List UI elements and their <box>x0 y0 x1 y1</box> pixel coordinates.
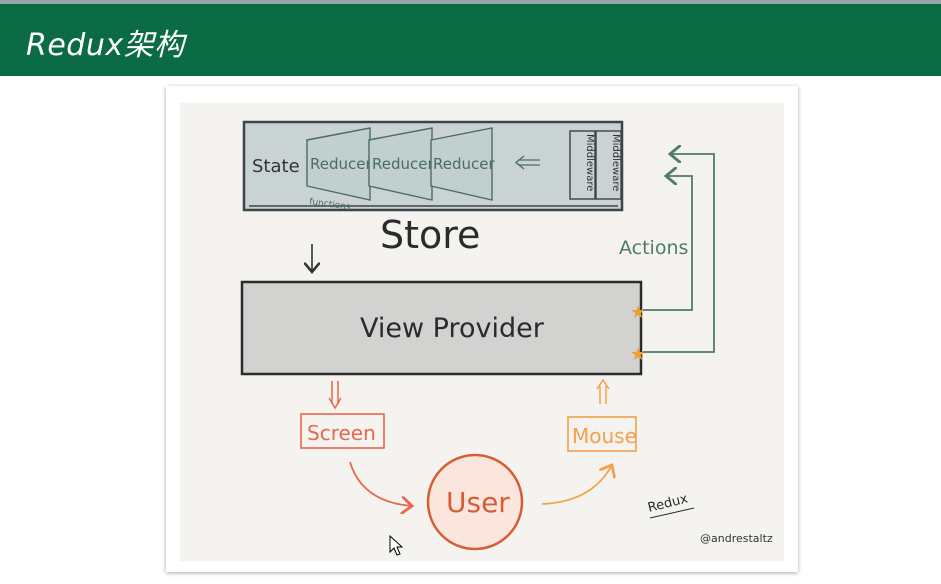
credit-text: @andrestaltz <box>700 532 773 545</box>
svg-text:Reducer: Reducer <box>372 155 434 173</box>
state-label: State <box>252 156 300 177</box>
store-label: Store <box>380 213 480 257</box>
star-icon: ★ <box>630 302 646 323</box>
user-to-mouse-arrow <box>541 465 612 505</box>
screen-label: Screen <box>307 421 376 445</box>
svg-text:Middleware: Middleware <box>584 134 595 191</box>
slide-title-bar: Redux架构 <box>0 4 941 76</box>
screen-box <box>300 413 385 449</box>
svg-text:Reducer: Reducer <box>433 155 495 173</box>
star-icon: ★ <box>630 344 646 365</box>
action-arrows <box>643 154 715 353</box>
middleware-1: Middleware <box>569 130 596 200</box>
mouse-label: Mouse <box>572 424 637 448</box>
mouse-cursor-icon <box>389 534 404 556</box>
view-provider-label: View Provider <box>360 313 545 344</box>
top-border <box>0 0 941 4</box>
actions-label: Actions <box>619 237 688 259</box>
svg-text:Middleware: Middleware <box>610 134 621 191</box>
signature: Redux <box>646 491 689 515</box>
mouse-box <box>567 416 637 452</box>
slide-title: Redux架构 <box>26 28 185 63</box>
view-to-screen-arrow <box>328 381 342 410</box>
reducer-2: Reducer <box>368 127 434 201</box>
user-circle <box>426 453 524 551</box>
screen-to-user-arrow <box>349 461 412 506</box>
middleware-2: Middleware <box>595 130 622 200</box>
reducer-3: Reducer <box>430 127 495 201</box>
view-provider-box <box>240 280 643 376</box>
svg-text:Reducer: Reducer <box>310 155 372 173</box>
store-double-arrow <box>514 155 540 170</box>
mouse-to-view-arrow <box>596 378 610 404</box>
signature-underline <box>649 507 695 519</box>
reducer-1: Reducer <box>306 127 372 201</box>
user-label: User <box>446 486 510 519</box>
